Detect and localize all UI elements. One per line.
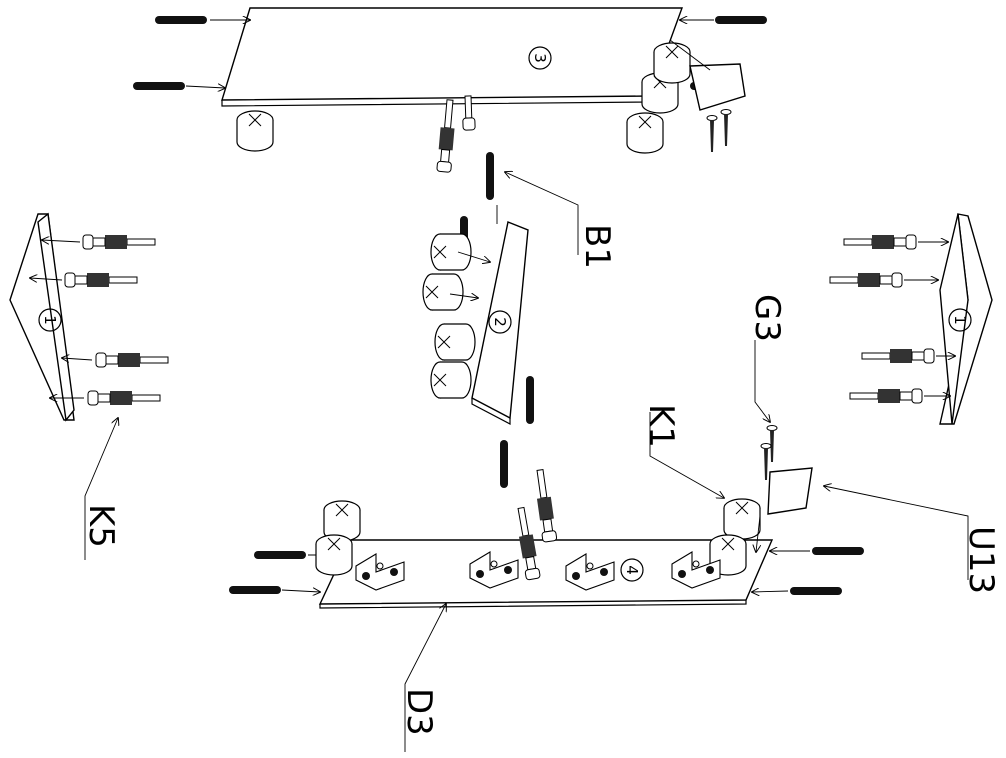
dowel-icon <box>812 547 864 555</box>
connector-bolt-icon <box>843 234 917 250</box>
panel-1-left <box>9 213 75 421</box>
connector-bolt-icon <box>829 272 903 288</box>
connector-bolt-icon <box>436 98 458 173</box>
cam-lock-icon <box>723 498 761 540</box>
dowel-icon <box>715 16 767 24</box>
connector-bolt-icon <box>849 388 923 404</box>
callout-d3-label: D3 <box>399 688 439 736</box>
bracket-icon <box>767 467 813 515</box>
cam-lock-icon <box>422 273 464 311</box>
callout-g3-label: G3 <box>747 294 787 342</box>
connector-bolt-icon <box>861 348 935 364</box>
dowel-icon <box>133 82 185 90</box>
callout-k1-label: K1 <box>641 404 681 448</box>
callout-d3: D3 <box>399 604 446 752</box>
dowel-icon <box>254 551 306 559</box>
callout-k1: K1 <box>641 404 724 498</box>
connector-bolt-icon <box>64 272 138 288</box>
panel-3 <box>221 7 683 101</box>
callout-b1: B1 <box>505 172 617 269</box>
panel-2-assembly: 2 <box>422 216 534 488</box>
cam-lock-icon <box>653 42 691 84</box>
part-3-number: 3 <box>531 53 549 63</box>
connector-bolt-icon <box>532 468 558 543</box>
connector-bolt-icon <box>95 352 169 368</box>
cam-lock-icon <box>315 534 353 576</box>
part-2-marker <box>488 310 512 334</box>
cam-lock-icon <box>236 110 274 152</box>
dowel-icon <box>500 440 508 488</box>
connector-bolt-icon <box>82 234 156 250</box>
part-1-right-marker <box>948 308 972 332</box>
panel-3-assembly: 3 <box>133 7 767 173</box>
callout-u13: U13 <box>824 486 1001 594</box>
panel-1-right-assembly: 1 <box>829 213 993 425</box>
connector-bolt-icon <box>462 95 476 131</box>
dowel-icon <box>790 587 842 595</box>
callout-u13-label: U13 <box>961 526 1001 594</box>
dowel-icon <box>526 376 534 424</box>
dowel-icon <box>486 152 494 200</box>
callout-k5: K5 <box>81 418 121 560</box>
screw-icon <box>706 115 718 153</box>
panel-1-left-assembly: 1 <box>9 212 169 422</box>
part-1-right-number: 1 <box>951 315 969 325</box>
cam-lock-icon <box>626 112 664 154</box>
dowel-icon <box>229 586 281 594</box>
part-2-number: 2 <box>491 317 509 327</box>
callout-g3: G3 <box>747 294 787 422</box>
callout-b1-label: B1 <box>577 224 617 269</box>
cam-lock-icon <box>434 323 476 361</box>
cam-lock-icon <box>430 233 472 271</box>
bracket-icon <box>689 63 746 111</box>
callout-k5-label: K5 <box>81 504 121 548</box>
dowel-icon <box>155 16 207 24</box>
screw-icon <box>720 109 732 147</box>
connector-bolt-icon <box>87 390 161 406</box>
part-3-marker <box>528 46 552 70</box>
part-1-left-marker <box>38 308 62 332</box>
cam-lock-icon <box>430 361 472 399</box>
part-4-number: 4 <box>623 565 641 575</box>
part-1-left-number: 1 <box>41 315 59 325</box>
part-4-marker <box>620 558 644 582</box>
panel-4-assembly: 4 <box>229 425 864 609</box>
